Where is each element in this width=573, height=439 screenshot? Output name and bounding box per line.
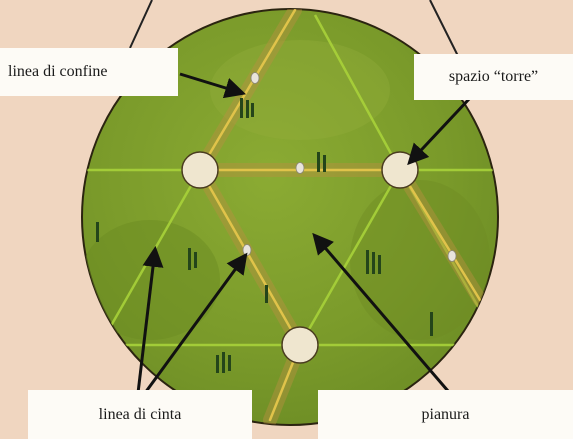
hanging-line-left [130,0,152,48]
tower-space-label: spazio “torre” [414,54,573,100]
enclosure-line-label: linea di cinta [28,390,252,439]
plain-label: pianura [318,390,573,439]
boundary-line-label: linea di confine [0,48,178,96]
hanging-line-right [430,0,458,56]
